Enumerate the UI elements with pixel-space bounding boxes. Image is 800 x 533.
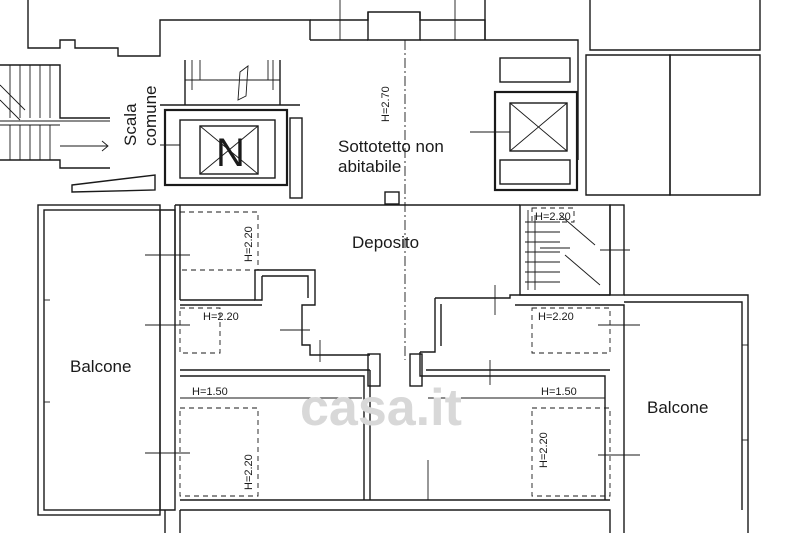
attic-label-line2: abitabile xyxy=(338,157,401,176)
height-left-mid: H=2.20 xyxy=(203,311,239,323)
elevator-left xyxy=(160,104,303,199)
lower-rooms xyxy=(179,352,611,533)
low-height-zones xyxy=(179,207,611,497)
landing-door xyxy=(184,60,281,105)
attic-label-line1: Sottotetto non xyxy=(338,137,444,156)
height-right-mid: H=2.20 xyxy=(538,311,574,323)
outer-walls xyxy=(27,0,761,196)
height-right-lower-b: H=2.20 xyxy=(538,432,550,468)
right-stair xyxy=(519,204,630,296)
height-left-lower-a: H=1.50 xyxy=(192,386,228,398)
elevator-right xyxy=(470,57,579,192)
balcony-right xyxy=(598,294,749,533)
watermark: casa.it xyxy=(300,379,462,437)
balcony-left-label: Balcone xyxy=(70,357,131,376)
storage-label: Deposito xyxy=(352,233,419,252)
balcony-right-label: Balcone xyxy=(647,398,708,417)
height-right-lower-a: H=1.50 xyxy=(541,386,577,398)
common-stair xyxy=(0,64,156,193)
stair-label-line1: Scala xyxy=(121,103,140,146)
stair-label-line2: comune xyxy=(141,86,160,146)
height-center: H=2.70 xyxy=(380,86,392,122)
height-left-lower-b: H=2.20 xyxy=(243,454,255,490)
north-arrow-label: N xyxy=(216,131,245,175)
openings xyxy=(191,0,456,90)
height-top-right: H=2.20 xyxy=(535,211,571,223)
central-flue xyxy=(384,40,406,360)
storage-walls xyxy=(174,204,610,362)
balcony-left xyxy=(37,204,190,533)
height-left-upper: H=2.20 xyxy=(243,226,255,262)
